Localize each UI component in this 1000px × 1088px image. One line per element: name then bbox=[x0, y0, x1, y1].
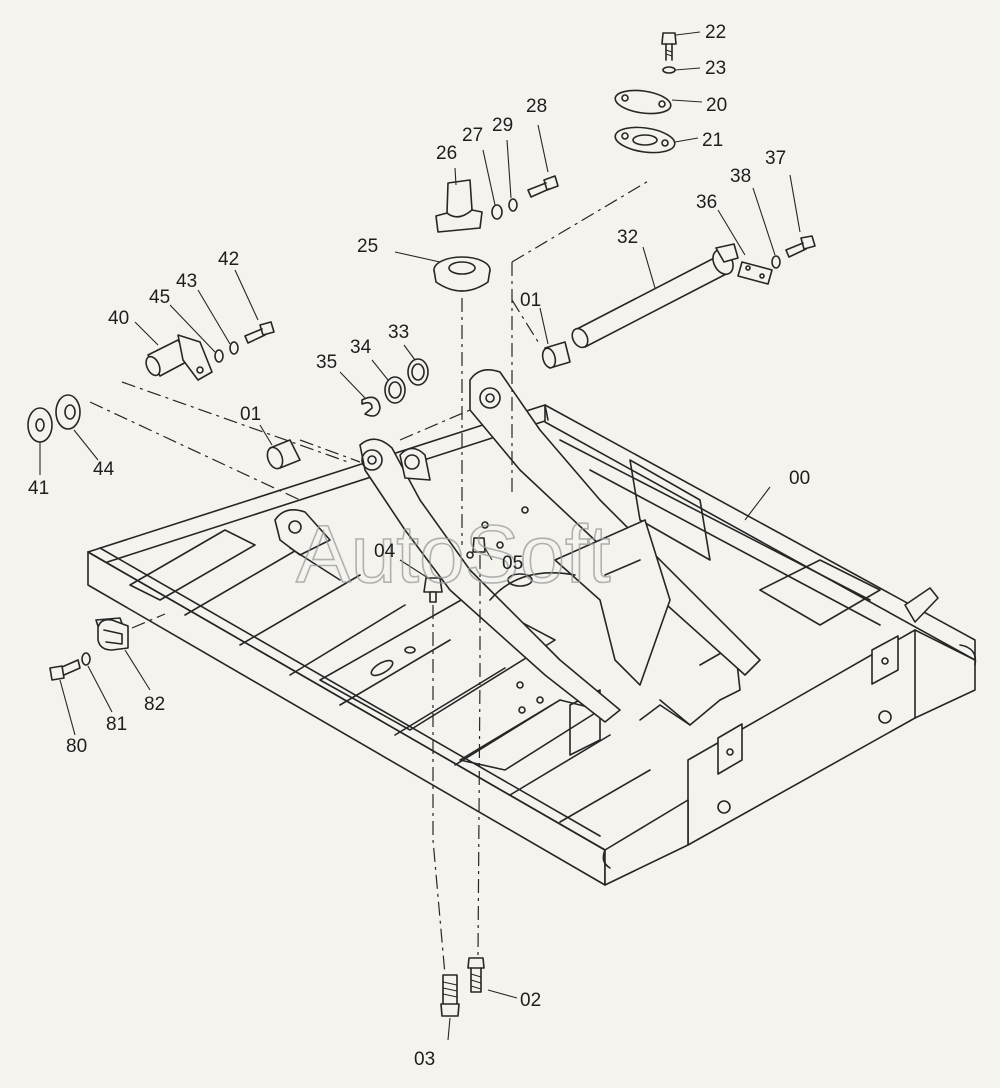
callout-00: 00 bbox=[789, 468, 810, 489]
callout-42: 42 bbox=[218, 249, 239, 270]
part-82-bracket bbox=[97, 618, 129, 651]
callout-35: 35 bbox=[316, 352, 337, 373]
callout-44: 44 bbox=[93, 459, 115, 480]
callout-33: 33 bbox=[388, 322, 409, 343]
part-26-clamp bbox=[435, 179, 483, 233]
part-45-washer bbox=[214, 349, 224, 363]
callout-28: 28 bbox=[526, 96, 547, 117]
part-29-washer bbox=[508, 198, 518, 212]
part-80-bolt bbox=[49, 659, 81, 681]
callout-22: 22 bbox=[705, 22, 726, 43]
callout-40: 40 bbox=[108, 308, 129, 329]
boom-brackets bbox=[274, 369, 761, 723]
callout-23: 23 bbox=[705, 58, 726, 79]
callout-27: 27 bbox=[462, 125, 483, 146]
callout-36: 36 bbox=[696, 192, 717, 213]
part-05-fitting bbox=[472, 537, 486, 553]
leader-lines bbox=[39, 31, 801, 1041]
part-35-clip bbox=[361, 396, 381, 417]
part-44-washer bbox=[55, 394, 81, 430]
center-lines bbox=[89, 179, 651, 976]
part-28-bolt bbox=[527, 175, 559, 198]
callout-03: 03 bbox=[414, 1049, 435, 1070]
part-40-pin bbox=[145, 334, 213, 381]
part-20-cover-plate bbox=[614, 89, 672, 115]
callout-34: 34 bbox=[350, 337, 372, 358]
callout-20: 20 bbox=[706, 95, 727, 116]
part-36-plate bbox=[737, 261, 773, 285]
callout-38: 38 bbox=[730, 166, 751, 187]
watermark-text: AutoSoft bbox=[296, 509, 611, 600]
part-42-bolt bbox=[244, 321, 275, 344]
part-38-washer bbox=[771, 255, 781, 269]
part-01-bush-upper bbox=[541, 341, 571, 369]
callout-01-lower: 01 bbox=[240, 404, 261, 425]
part-41-washer bbox=[27, 407, 53, 443]
callout-32: 32 bbox=[617, 227, 638, 248]
part-25-seal bbox=[433, 256, 491, 292]
callout-37: 37 bbox=[765, 148, 786, 169]
callout-25: 25 bbox=[357, 236, 378, 257]
part-32-pin bbox=[571, 243, 739, 349]
callout-labels: 00 01 01 02 03 04 05 20 21 22 23 25 26 2… bbox=[28, 22, 810, 1070]
callout-41: 41 bbox=[28, 478, 49, 499]
part-33-shim bbox=[407, 358, 429, 386]
callout-04: 04 bbox=[374, 541, 396, 562]
part-27-washer bbox=[491, 204, 503, 220]
part-02-bolt bbox=[467, 957, 485, 993]
callout-29: 29 bbox=[492, 115, 513, 136]
callout-21: 21 bbox=[702, 130, 723, 151]
part-23-washer bbox=[662, 66, 676, 74]
callout-80: 80 bbox=[66, 736, 87, 757]
callout-82: 82 bbox=[144, 694, 165, 715]
part-01-bush-lower bbox=[266, 439, 301, 470]
callout-26: 26 bbox=[436, 143, 457, 164]
part-37-bolt bbox=[785, 235, 816, 258]
part-81-washer bbox=[81, 652, 91, 666]
part-04-fitting bbox=[423, 577, 443, 603]
part-03-bolt bbox=[440, 974, 460, 1017]
callout-02: 02 bbox=[520, 990, 541, 1011]
callout-01-upper: 01 bbox=[520, 290, 541, 311]
callout-43: 43 bbox=[176, 271, 197, 292]
callout-05: 05 bbox=[502, 553, 523, 574]
callout-45: 45 bbox=[149, 287, 170, 308]
part-43-washer bbox=[229, 341, 239, 355]
callout-81: 81 bbox=[106, 714, 127, 735]
part-21-gasket bbox=[614, 126, 676, 154]
main-frame bbox=[87, 404, 977, 886]
part-22-bolt bbox=[661, 32, 677, 61]
part-34-shim bbox=[384, 376, 406, 404]
